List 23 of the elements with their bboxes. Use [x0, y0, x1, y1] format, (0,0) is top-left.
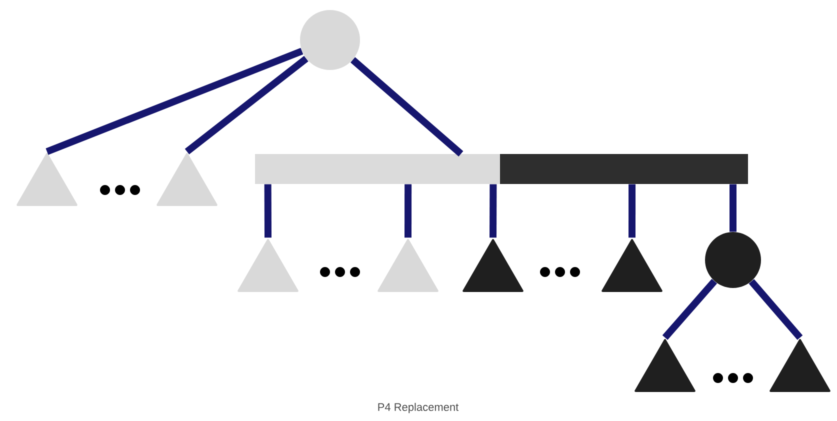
subtree-triangle — [770, 339, 830, 392]
connector-line — [730, 184, 736, 232]
connector-line — [46, 48, 304, 155]
subtree-triangle — [238, 239, 298, 292]
connector-line — [490, 184, 497, 238]
connector-line — [264, 184, 272, 238]
subtree-triangle — [16, 153, 78, 206]
subtree-triangle — [634, 339, 696, 392]
caption: P4 Replacement — [378, 402, 459, 414]
connector-line — [662, 278, 718, 340]
connector-line — [748, 279, 803, 340]
connector-line — [404, 184, 412, 238]
connector-line — [350, 57, 464, 156]
bar-segment — [500, 154, 748, 184]
subtree-triangle — [602, 239, 662, 292]
subtree-triangle — [462, 239, 524, 292]
connector-line — [628, 184, 636, 238]
subtree-triangle — [156, 153, 218, 206]
bar-segment — [255, 154, 500, 184]
connector-line — [184, 56, 308, 154]
circle-node — [705, 232, 761, 288]
circle-node — [300, 10, 360, 70]
subtree-triangle — [378, 239, 438, 292]
